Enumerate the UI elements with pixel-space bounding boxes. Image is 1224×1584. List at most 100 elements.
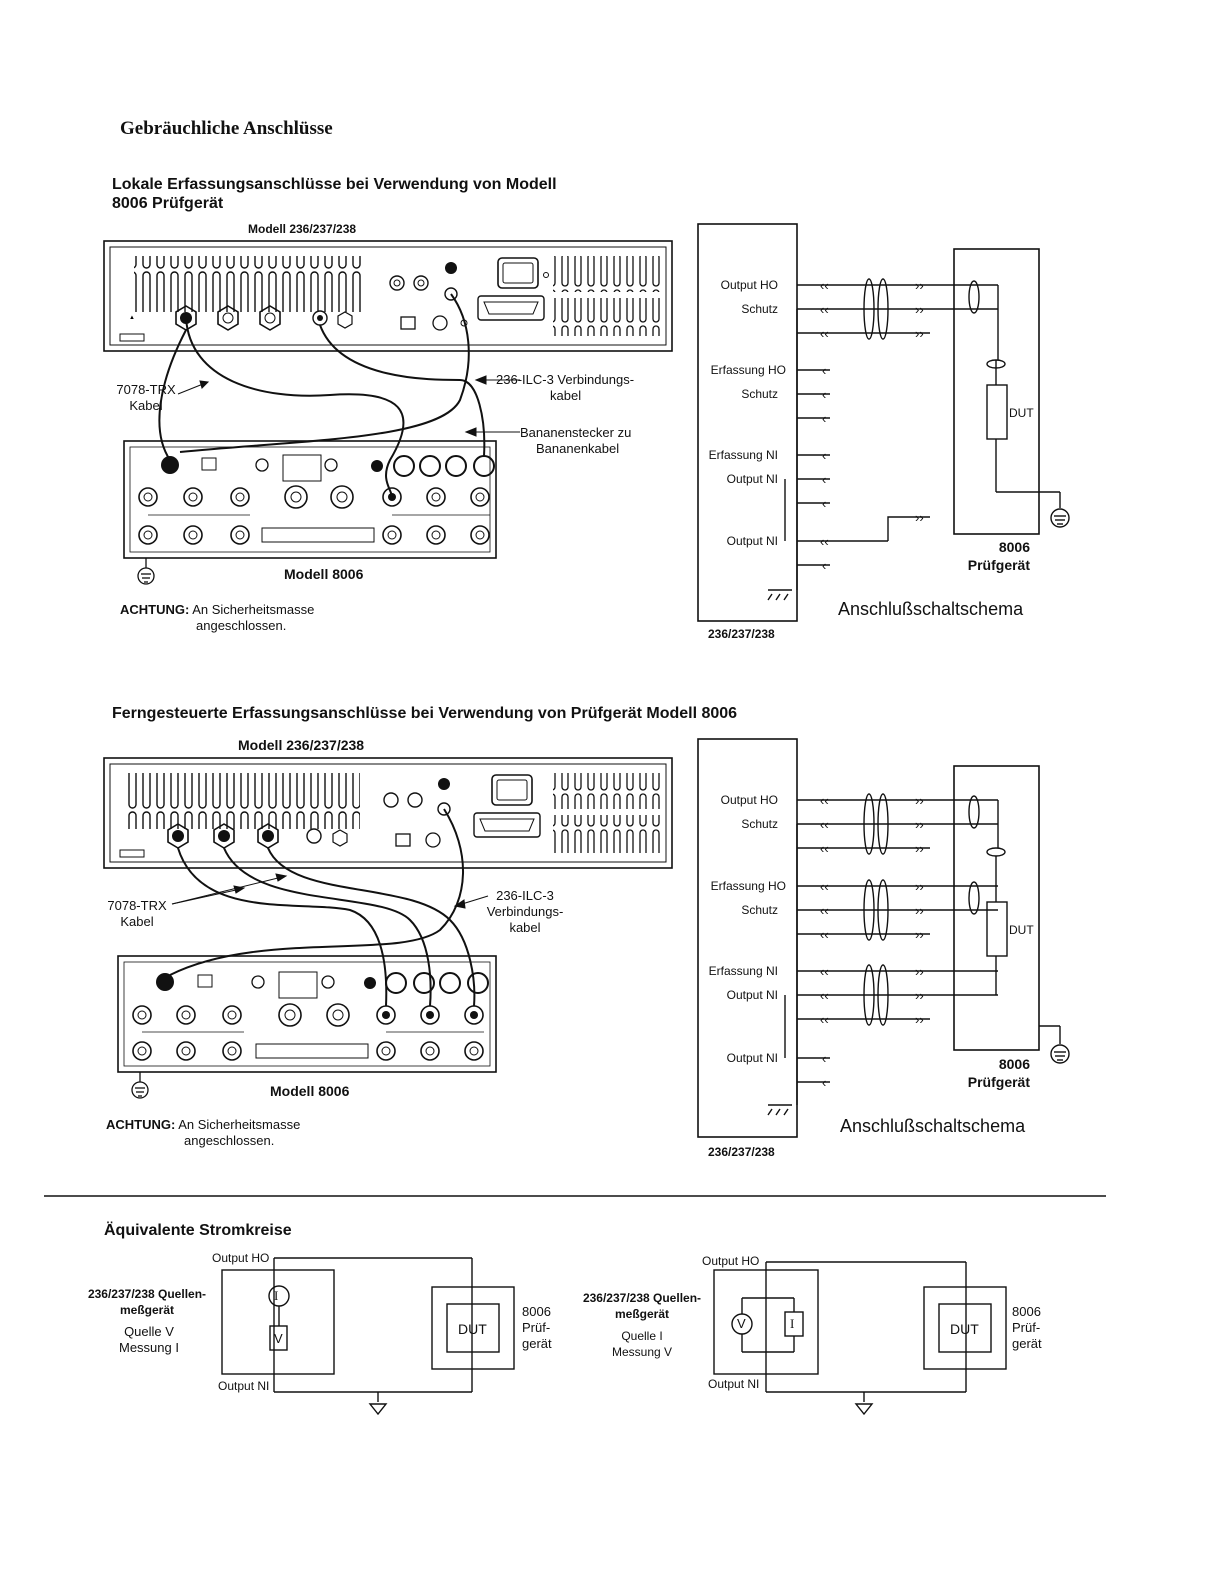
equiv-left-source-line1: 236/237/238 Quellen- [87,1287,207,1301]
equiv-right-current-meter: I [790,1316,795,1331]
section1-schematic-caption: Anschlußschaltschema [838,599,1024,619]
section1-dut-label: DUT [1009,406,1034,420]
section1-cables [158,293,486,498]
svg-text:››: ›› [915,903,924,918]
section1-panel-model: Modell 236/237/238 [248,222,357,236]
section2-callout-lines [171,873,489,909]
section3-title: Äquivalente Stromkreise [104,1222,292,1239]
equiv-right-mode-line1: Quelle I [621,1329,663,1343]
section1-trx-line2: Kabel [129,398,163,413]
section2-pin-output-ni-1: Output NI [726,988,778,1002]
equiv-right-circuit [713,1261,1007,1416]
section1-trx-label: 7078-TRX Kabel [116,382,176,414]
svg-text:‹‹: ‹‹ [820,1012,829,1027]
svg-text:‹‹: ‹‹ [820,302,829,317]
svg-text:‹: ‹ [822,472,826,487]
equiv-right-fixture-label: 8006 Prüf- gerät [1012,1304,1042,1352]
equiv-left-mode-line2: Messung I [119,1340,179,1355]
section2-warning-line1: An Sicherheitsmasse [175,1117,301,1132]
equiv-left-fixture-line1: 8006 [522,1304,551,1319]
section2-title: Ferngesteuerte Erfassungsanschlüsse bei … [112,705,738,722]
svg-text:‹‹: ‹‹ [820,988,829,1003]
section1-ilc-label: 236-ILC-3 Verbindungs- kabel [496,372,634,404]
section1-pin-schutz-2: Schutz [741,387,778,401]
section2-fixture-triax-row1 [132,1003,484,1027]
section1-warning: ACHTUNG: An Sicherheitsmasse angeschloss… [120,602,314,634]
section2-warning-label: ACHTUNG: [106,1117,176,1132]
svg-text:››: ›› [915,326,924,341]
svg-text:‹: ‹ [822,411,826,426]
page-title: Gebräuchliche Anschlüsse [120,118,333,139]
section2-pin-output-ni-2: Output NI [726,1051,778,1065]
section2-instrument-label: 236/237/238 [708,1145,775,1159]
section2-ilc-line1: 236-ILC-3 [496,888,554,903]
equiv-right-mode-line2: Messung V [611,1345,673,1359]
section1-title-line1: Lokale Erfassungsanschlüsse bei Verwendu… [112,176,557,193]
svg-text:‹: ‹ [822,496,826,511]
section2-pin-erfassung-ho: Erfassung HO [710,879,786,893]
equiv-left-fixture-line2: Prüf- [522,1320,551,1335]
section1-fixture-panel [123,440,497,559]
section2-warning-line2: angeschlossen. [184,1133,275,1148]
section2-warning: ACHTUNG: An Sicherheitsmasse angeschloss… [106,1117,300,1149]
svg-text:‹: ‹ [822,448,826,463]
equiv-left-source-line2: meßgerät [119,1303,175,1317]
section2-instrument-panel [103,757,673,869]
equiv-right-dut: DUT [950,1321,979,1337]
equiv-left-fixture-line3: gerät [522,1336,552,1351]
section1-pin-erfassung-ho: Erfassung HO [710,363,786,377]
equiv-left-circuit [221,1257,515,1416]
equiv-right-output-ho: Output HO [702,1254,760,1268]
section1-title: Lokale Erfassungsanschlüsse bei Verwendu… [112,175,557,213]
section1-warning-line1: An Sicherheitsmasse [189,602,315,617]
svg-text:‹‹: ‹‹ [820,278,829,293]
section2-schematic-caption: Anschlußschaltschema [840,1116,1026,1136]
section2-dut-label: DUT [1009,923,1034,937]
section1-pin-schutz-1: Schutz [741,302,778,316]
equiv-right-mode-label: Quelle I Messung V [600,1328,684,1360]
section1-fixture-model: Modell 8006 [284,566,364,582]
equiv-right-voltage-meter: V [737,1316,746,1331]
equiv-left-mode-line1: Quelle V [124,1324,174,1339]
svg-text:››: ›› [915,817,924,832]
equiv-left-output-ni: Output NI [218,1379,270,1393]
section2-ilc-line2: Verbindungs- [486,904,564,919]
svg-text:▲: ▲ [129,315,135,321]
equiv-right-output-ni: Output NI [708,1377,760,1391]
svg-text:‹: ‹ [822,1051,826,1066]
equiv-left-source-label: 236/237/238 Quellen- meßgerät [82,1286,212,1318]
section2-pin-erfassung-ni: Erfassung NI [708,964,778,978]
svg-text:››: ›› [915,510,924,525]
svg-text:››: ›› [915,988,924,1003]
section1-banana-line1: Bananenstecker zu [520,425,632,440]
section1-banana-line2: Bananenkabel [536,441,620,456]
section2-fixture-line2: Prüfgerät [967,1074,1030,1090]
section1-pin-erfassung-ni: Erfassung NI [708,448,778,462]
svg-text:››: ›› [915,793,924,808]
section2-ilc-label: 236-ILC-3 Verbindungs- kabel [480,888,570,936]
svg-text:‹‹: ‹‹ [820,903,829,918]
equiv-left-output-ho: Output HO [212,1251,270,1265]
section1-banana-label: Bananenstecker zu Bananenkabel [520,425,631,457]
section2-pin-schutz-1: Schutz [741,817,778,831]
section2-cables [169,808,476,1007]
equiv-right-source-label: 236/237/238 Quellen- meßgerät [576,1290,708,1322]
svg-text:‹: ‹ [822,387,826,402]
section1-fixture-line1: 8006 [998,539,1030,555]
section1-schematic [697,223,1070,622]
section1-fixture-triax-row1 [138,485,490,509]
section1-ground [137,558,155,585]
section2-trx-line2: Kabel [120,914,154,929]
section1-pin-output-ni-1: Output NI [726,472,778,486]
equiv-right-source-line1: 236/237/238 Quellen- [582,1291,702,1305]
section2-fixture-triax-row2 [132,1041,484,1061]
svg-text:‹‹: ‹‹ [820,793,829,808]
svg-text:‹: ‹ [822,363,826,378]
equiv-right-fixture-line1: 8006 [1012,1304,1041,1319]
section2-trx-label: 7078-TRX Kabel [104,898,170,930]
svg-text:‹: ‹ [822,1075,826,1090]
section1-instrument-label: 236/237/238 [708,627,775,641]
equiv-right-source-line2: meßgerät [614,1307,670,1321]
section2-fixture-line1: 8006 [998,1056,1030,1072]
